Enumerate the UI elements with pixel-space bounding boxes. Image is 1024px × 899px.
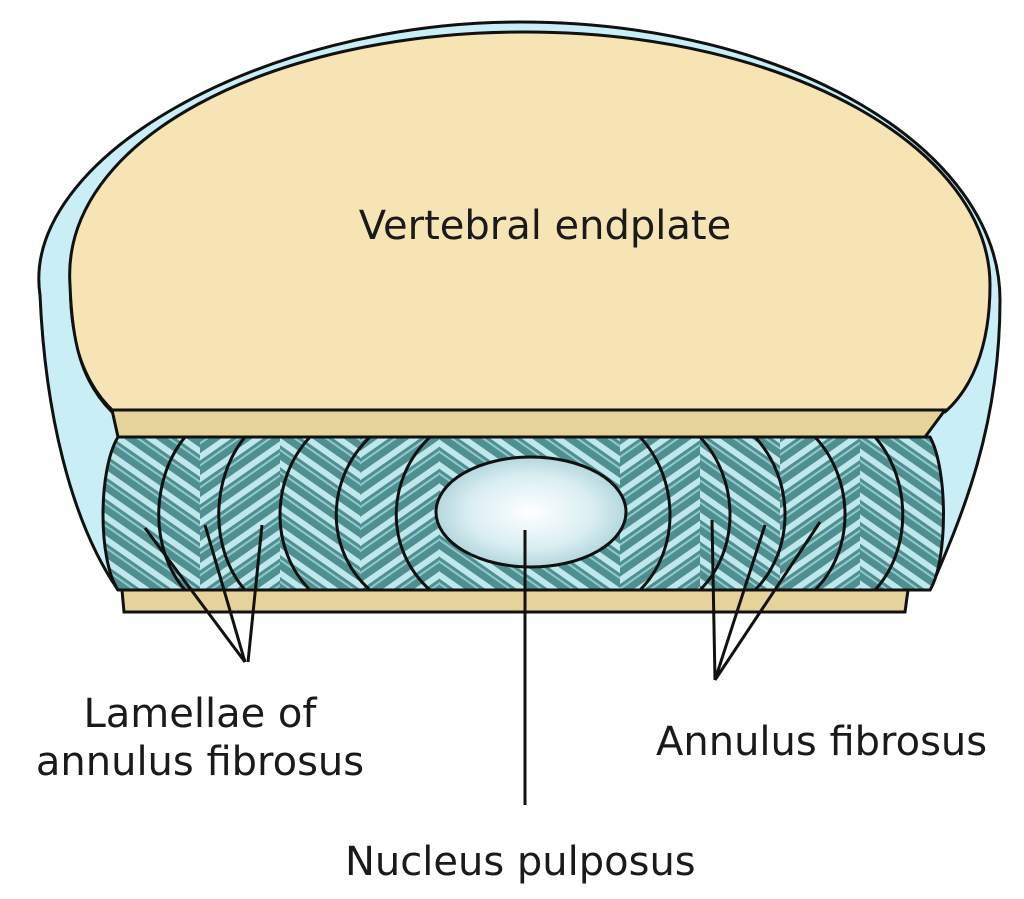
nucleus-pulposus-shape xyxy=(434,455,628,569)
lamellae-label-line1: Lamellae of xyxy=(83,691,317,737)
lamellae-label: Lamellae of annulus fibrosus xyxy=(0,690,400,786)
lamellae-label-line2: annulus fibrosus xyxy=(35,739,365,785)
lamellae-arcs xyxy=(157,435,905,592)
endplate-edge-line xyxy=(69,289,116,413)
disc-band-outline xyxy=(101,435,945,592)
vertebral-endplate-label: Vertebral endplate xyxy=(358,203,732,249)
annulus-fibrosus-label: Annulus fibrosus xyxy=(656,719,988,765)
endplate-rim-bottom xyxy=(120,588,910,614)
lamellae-leader xyxy=(143,524,264,663)
leader-lines xyxy=(143,519,822,805)
nucleus-pulposus-label: Nucleus pulposus xyxy=(345,839,696,885)
endplate-rim-top xyxy=(110,408,948,439)
annulus-leader xyxy=(710,519,822,681)
